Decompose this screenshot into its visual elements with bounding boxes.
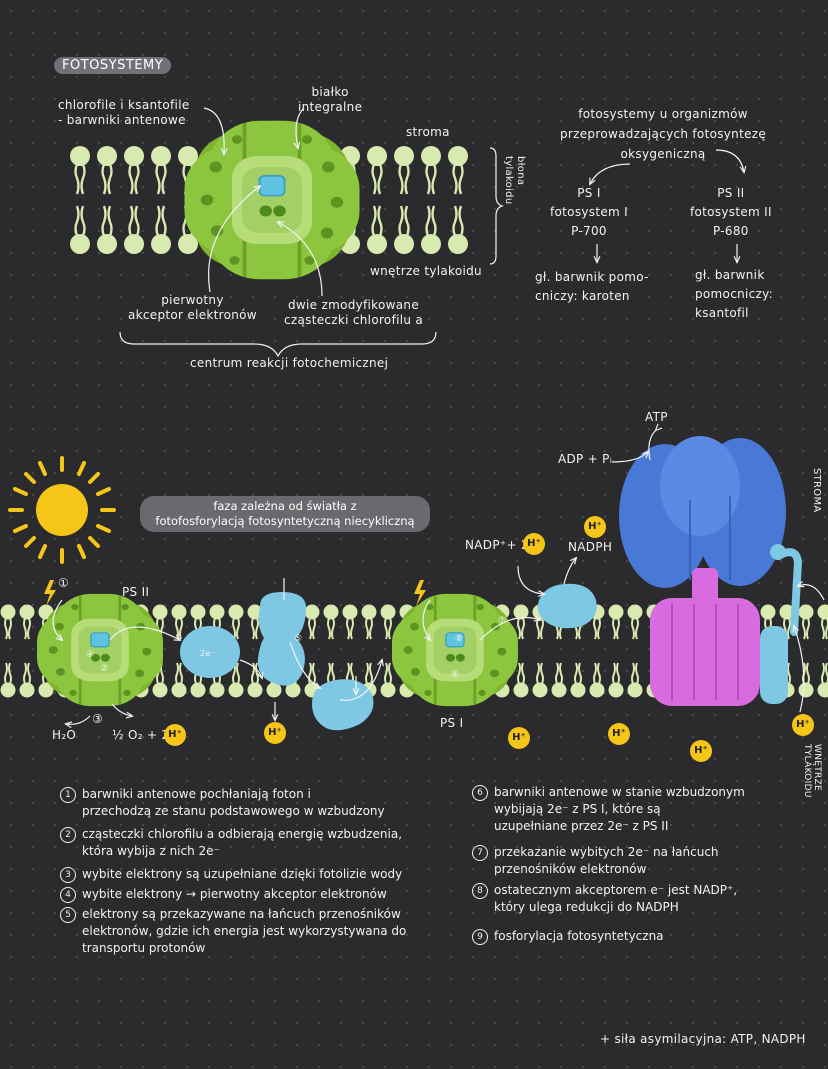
legend-text: barwniki antenowe pochłaniają foton i pr… <box>82 787 385 818</box>
legend-item: 2 cząsteczki chlorofilu a odbierają energ… <box>60 826 402 860</box>
step-mark-6: ⑥ <box>451 670 460 680</box>
legend-text: barwniki antenowe w stanie wzbudzonym wy… <box>494 785 745 833</box>
legend-number: 6 <box>472 784 488 801</box>
carrier-plastoquinone <box>180 626 240 678</box>
process-arrows <box>52 430 825 724</box>
ps2-pigment: gł. barwnik pomocniczy: ksantofil <box>695 268 773 320</box>
legend-text: przekazanie wybitych 2e⁻ na łańcuch prze… <box>494 845 719 876</box>
legend-number: 3 <box>60 866 76 883</box>
label-ps1: PS I <box>440 716 464 730</box>
atp-synthase <box>619 436 803 706</box>
label-reaction-center: centrum reakcji fotochemicznej <box>190 356 389 370</box>
label-oxygen: ½ O₂ + 2 <box>112 728 170 742</box>
hplus-badge: H⁺ <box>508 727 530 749</box>
legend-text: fosforylacja fotosyntetyczna <box>494 929 664 943</box>
step-mark-4: ④ <box>86 650 95 660</box>
legend-number: 1 <box>60 786 76 803</box>
label-adp: ADP + Pᵢ <box>558 452 613 466</box>
label-ps2: PS II <box>122 585 150 599</box>
hplus-badge: H⁺ <box>584 516 606 538</box>
lightning-icon <box>414 580 426 606</box>
step-mark-8: ⑧ <box>455 634 464 644</box>
label-thylakoid-interior-bottom: WNĘTRZE TYLAKOIDU <box>802 744 822 798</box>
label-electron: 2e⁻ <box>200 649 216 658</box>
carrier-cytochrome <box>257 592 306 686</box>
photosystems-intro: fotosystemy u organizmów przeprowadzając… <box>560 107 767 161</box>
step-mark-1: ① <box>58 576 70 590</box>
phase-title-text: faza zależna od światła z fotofosforylac… <box>155 499 415 528</box>
label-nadp: NADP⁺+ 2 <box>465 538 529 552</box>
page-title: FOTOSYSTEMY <box>54 57 172 74</box>
legend-item: 5 elektrony są przekazywane na łańcuch pr… <box>60 906 406 957</box>
step-mark-2: ② <box>100 664 109 674</box>
label-thylakoid-interior-top: wnętrze tylakoidu <box>370 264 482 278</box>
legend-number: 2 <box>60 826 76 843</box>
legend-item: 9 fosforylacja fotosyntetyczna <box>472 928 664 945</box>
legend-item: 1 barwniki antenowe pochłaniają foton i p… <box>60 786 385 820</box>
ps1-pigment: gł. barwnik pomo- cniczy: karoten <box>535 270 649 303</box>
hplus-badge: H⁺ <box>164 724 186 746</box>
sun-icon <box>8 456 116 564</box>
ps2-info: PS II fotosystem II P-680 <box>690 186 772 238</box>
label-stroma-bottom: STROMA <box>811 468 822 513</box>
legend-text: wybite elektrony → pierwotny akceptor el… <box>82 887 387 901</box>
legend-number: 7 <box>472 844 488 861</box>
carrier-plastocyanin <box>312 679 374 731</box>
phase-title: faza zależna od światła z fotofosforylac… <box>140 496 430 532</box>
step-mark-7: ⑦ <box>498 616 507 626</box>
label-modified-chlorophyll: dwie zmodyfikowane cząsteczki chlorofilu… <box>284 298 424 327</box>
ps1-complex <box>390 592 520 708</box>
legend-text: elektrony są przekazywane na łańcuch prz… <box>82 907 407 955</box>
label-primary-acceptor: pierwotny akceptor elektronów <box>128 293 257 322</box>
hplus-badge: H⁺ <box>690 740 712 762</box>
label-antenna-pigments: chlorofile i ksantofile - barwniki anten… <box>58 98 190 127</box>
step-mark-5: ⑤ <box>294 634 303 644</box>
lightning-icon <box>44 580 56 606</box>
label-stroma-top: stroma <box>406 125 450 139</box>
legend-item: 6 barwniki antenowe w stanie wzbudzonym w… <box>472 784 745 835</box>
legend-number: 9 <box>472 928 488 945</box>
legend-item: 3 wybite elektrony są uzupełniane dzięki … <box>60 866 402 883</box>
hplus-badge: H⁺ <box>523 533 545 555</box>
label-nadph: NADPH <box>568 540 613 554</box>
legend-number: 8 <box>472 882 488 899</box>
label-integral-protein: białko integralne <box>298 85 363 114</box>
label-water: H₂O <box>52 728 77 742</box>
legend-number: 5 <box>60 906 76 923</box>
membrane-bracket <box>489 147 504 265</box>
center-bracket <box>119 331 437 358</box>
carrier-ferredoxin <box>537 583 597 629</box>
legend-text: cząsteczki chlorofilu a odbierają energi… <box>82 827 403 858</box>
hplus-badge: H⁺ <box>792 714 814 736</box>
label-thylakoid-membrane: błona tylakoidu <box>503 156 526 205</box>
step-mark-3: ③ <box>92 712 104 726</box>
legend-number: 4 <box>60 886 76 903</box>
hplus-badge: H⁺ <box>264 722 286 744</box>
legend-text: wybite elektrony są uzupełniane dzięki f… <box>82 867 403 881</box>
legend-item: 8 ostatecznym akceptorem e⁻ jest NADP⁺, k… <box>472 882 737 916</box>
legend-item: 4 wybite elektrony → pierwotny akceptor e… <box>60 886 387 903</box>
ps1-info: PS I fotosystem I P-700 <box>550 186 628 238</box>
footer-note: + siła asymilacyjna: ATP, NADPH <box>600 1032 806 1046</box>
legend-text: ostatecznym akceptorem e⁻ jest NADP⁺, kt… <box>494 883 738 914</box>
legend-item: 7 przekazanie wybitych 2e⁻ na łańcuch prz… <box>472 844 719 878</box>
hplus-badge: H⁺ <box>608 723 630 745</box>
label-atp: ATP <box>645 410 668 424</box>
